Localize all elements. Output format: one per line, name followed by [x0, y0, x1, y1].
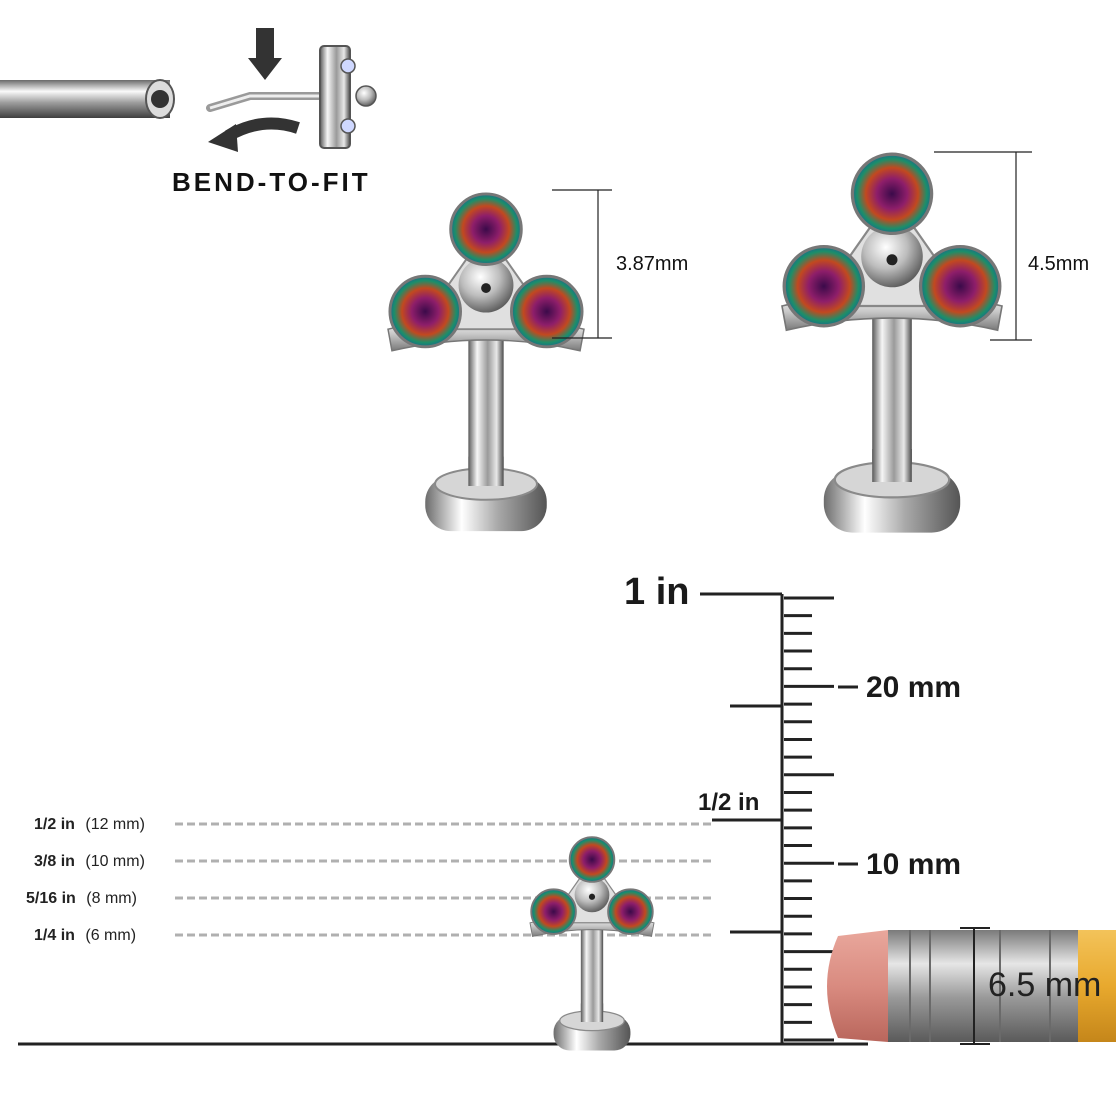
ruler-ticks — [706, 592, 834, 1042]
bend-to-fit-diagram: BEND-TO-FIT — [0, 28, 377, 197]
size-guide-mm: (10 mm) — [85, 853, 145, 870]
pencil-dimension-label: 6.5 mm — [988, 966, 1101, 1004]
size-guide-mm: (6 mm) — [85, 927, 136, 944]
stud-small — [386, 192, 586, 533]
size-guide-row: 1/2 in (12 mm) — [34, 816, 145, 833]
size-guide-row: 5/16 in (8 mm) — [26, 890, 137, 907]
size-guides: 1/2 in (12 mm) 3/8 in (10 mm) 5/16 in (8… — [26, 816, 712, 944]
bend-to-fit-label: BEND-TO-FIT — [172, 167, 371, 197]
dimension-small: 3.87mm — [552, 189, 688, 339]
size-guide-inch: 5/16 in — [26, 890, 76, 907]
ruler-label-half-inch: 1/2 in — [698, 789, 759, 816]
pencil-icon — [827, 930, 1116, 1042]
down-arrow-icon — [248, 28, 282, 80]
ruler-label-ten-mm: 10 mm — [866, 848, 961, 881]
size-guide-mm: (8 mm) — [86, 890, 137, 907]
curved-arrow-icon — [208, 117, 300, 152]
size-guide-inch: 3/8 in — [34, 853, 75, 870]
dimension-small-label: 3.87mm — [616, 253, 688, 275]
pencil-dimension: 6.5 mm — [960, 927, 1101, 1045]
size-guide-mm: (12 mm) — [85, 816, 145, 833]
dimension-large: 4.5mm — [934, 151, 1089, 341]
ruler-label-one-inch: 1 in — [624, 571, 689, 613]
dimension-large-label: 4.5mm — [1028, 253, 1089, 275]
stud-large — [780, 152, 1004, 535]
size-guide-row: 1/4 in (6 mm) — [34, 927, 136, 944]
size-guide-inch: 1/2 in — [34, 816, 75, 833]
ruler-label-twenty-mm: 20 mm — [866, 671, 961, 704]
size-guide-inch: 1/4 in — [34, 927, 75, 944]
size-guide-row: 3/8 in (10 mm) — [34, 853, 145, 870]
stud-side-view-icon — [319, 45, 377, 149]
tube-icon — [0, 80, 170, 118]
ruler: 1 in 20 mm 1/2 in 10 mm — [624, 571, 961, 1044]
stud-actual-size — [529, 836, 655, 1052]
